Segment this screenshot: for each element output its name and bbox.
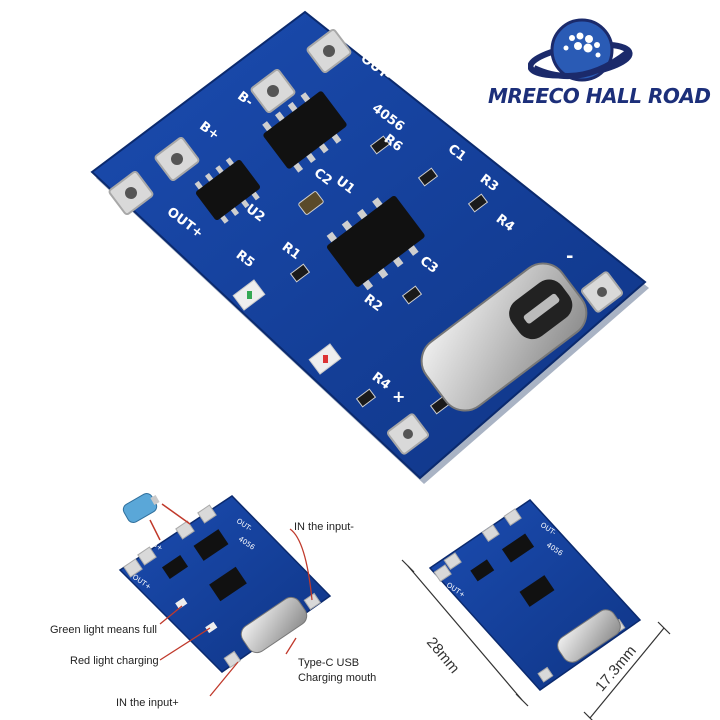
ic-chip-4056 <box>326 195 425 291</box>
pcb-label-plus: + <box>392 387 405 406</box>
callout-red-light: Red light charging <box>70 655 159 667</box>
pcb-label-b-minus: B- <box>234 89 255 110</box>
ic-chip-mosfet <box>194 157 260 224</box>
dimensioned-board: 4056 OUT- OUT+ <box>401 499 671 720</box>
callout-type-c-line1: Type-C USB <box>298 657 360 669</box>
callout-green-light: Green light means full <box>50 624 157 636</box>
led-indicators <box>232 279 342 375</box>
brand-name: MREECO HALL ROAD <box>488 84 711 108</box>
battery-icon <box>122 493 160 523</box>
callout-type-c-line2: Charging mouth <box>298 672 377 684</box>
smd-components <box>289 135 489 415</box>
callout-in-minus: IN the input- <box>294 521 354 533</box>
usb-c-connector <box>420 262 588 412</box>
callout-in-plus: IN the input+ <box>116 697 179 709</box>
ic-chip-protection <box>262 91 347 173</box>
annotated-board-small: 4056 OUT- B+ OUT+ <box>118 493 332 697</box>
pcb-label-minus: - <box>566 246 573 267</box>
globe-logo-icon <box>528 18 633 82</box>
